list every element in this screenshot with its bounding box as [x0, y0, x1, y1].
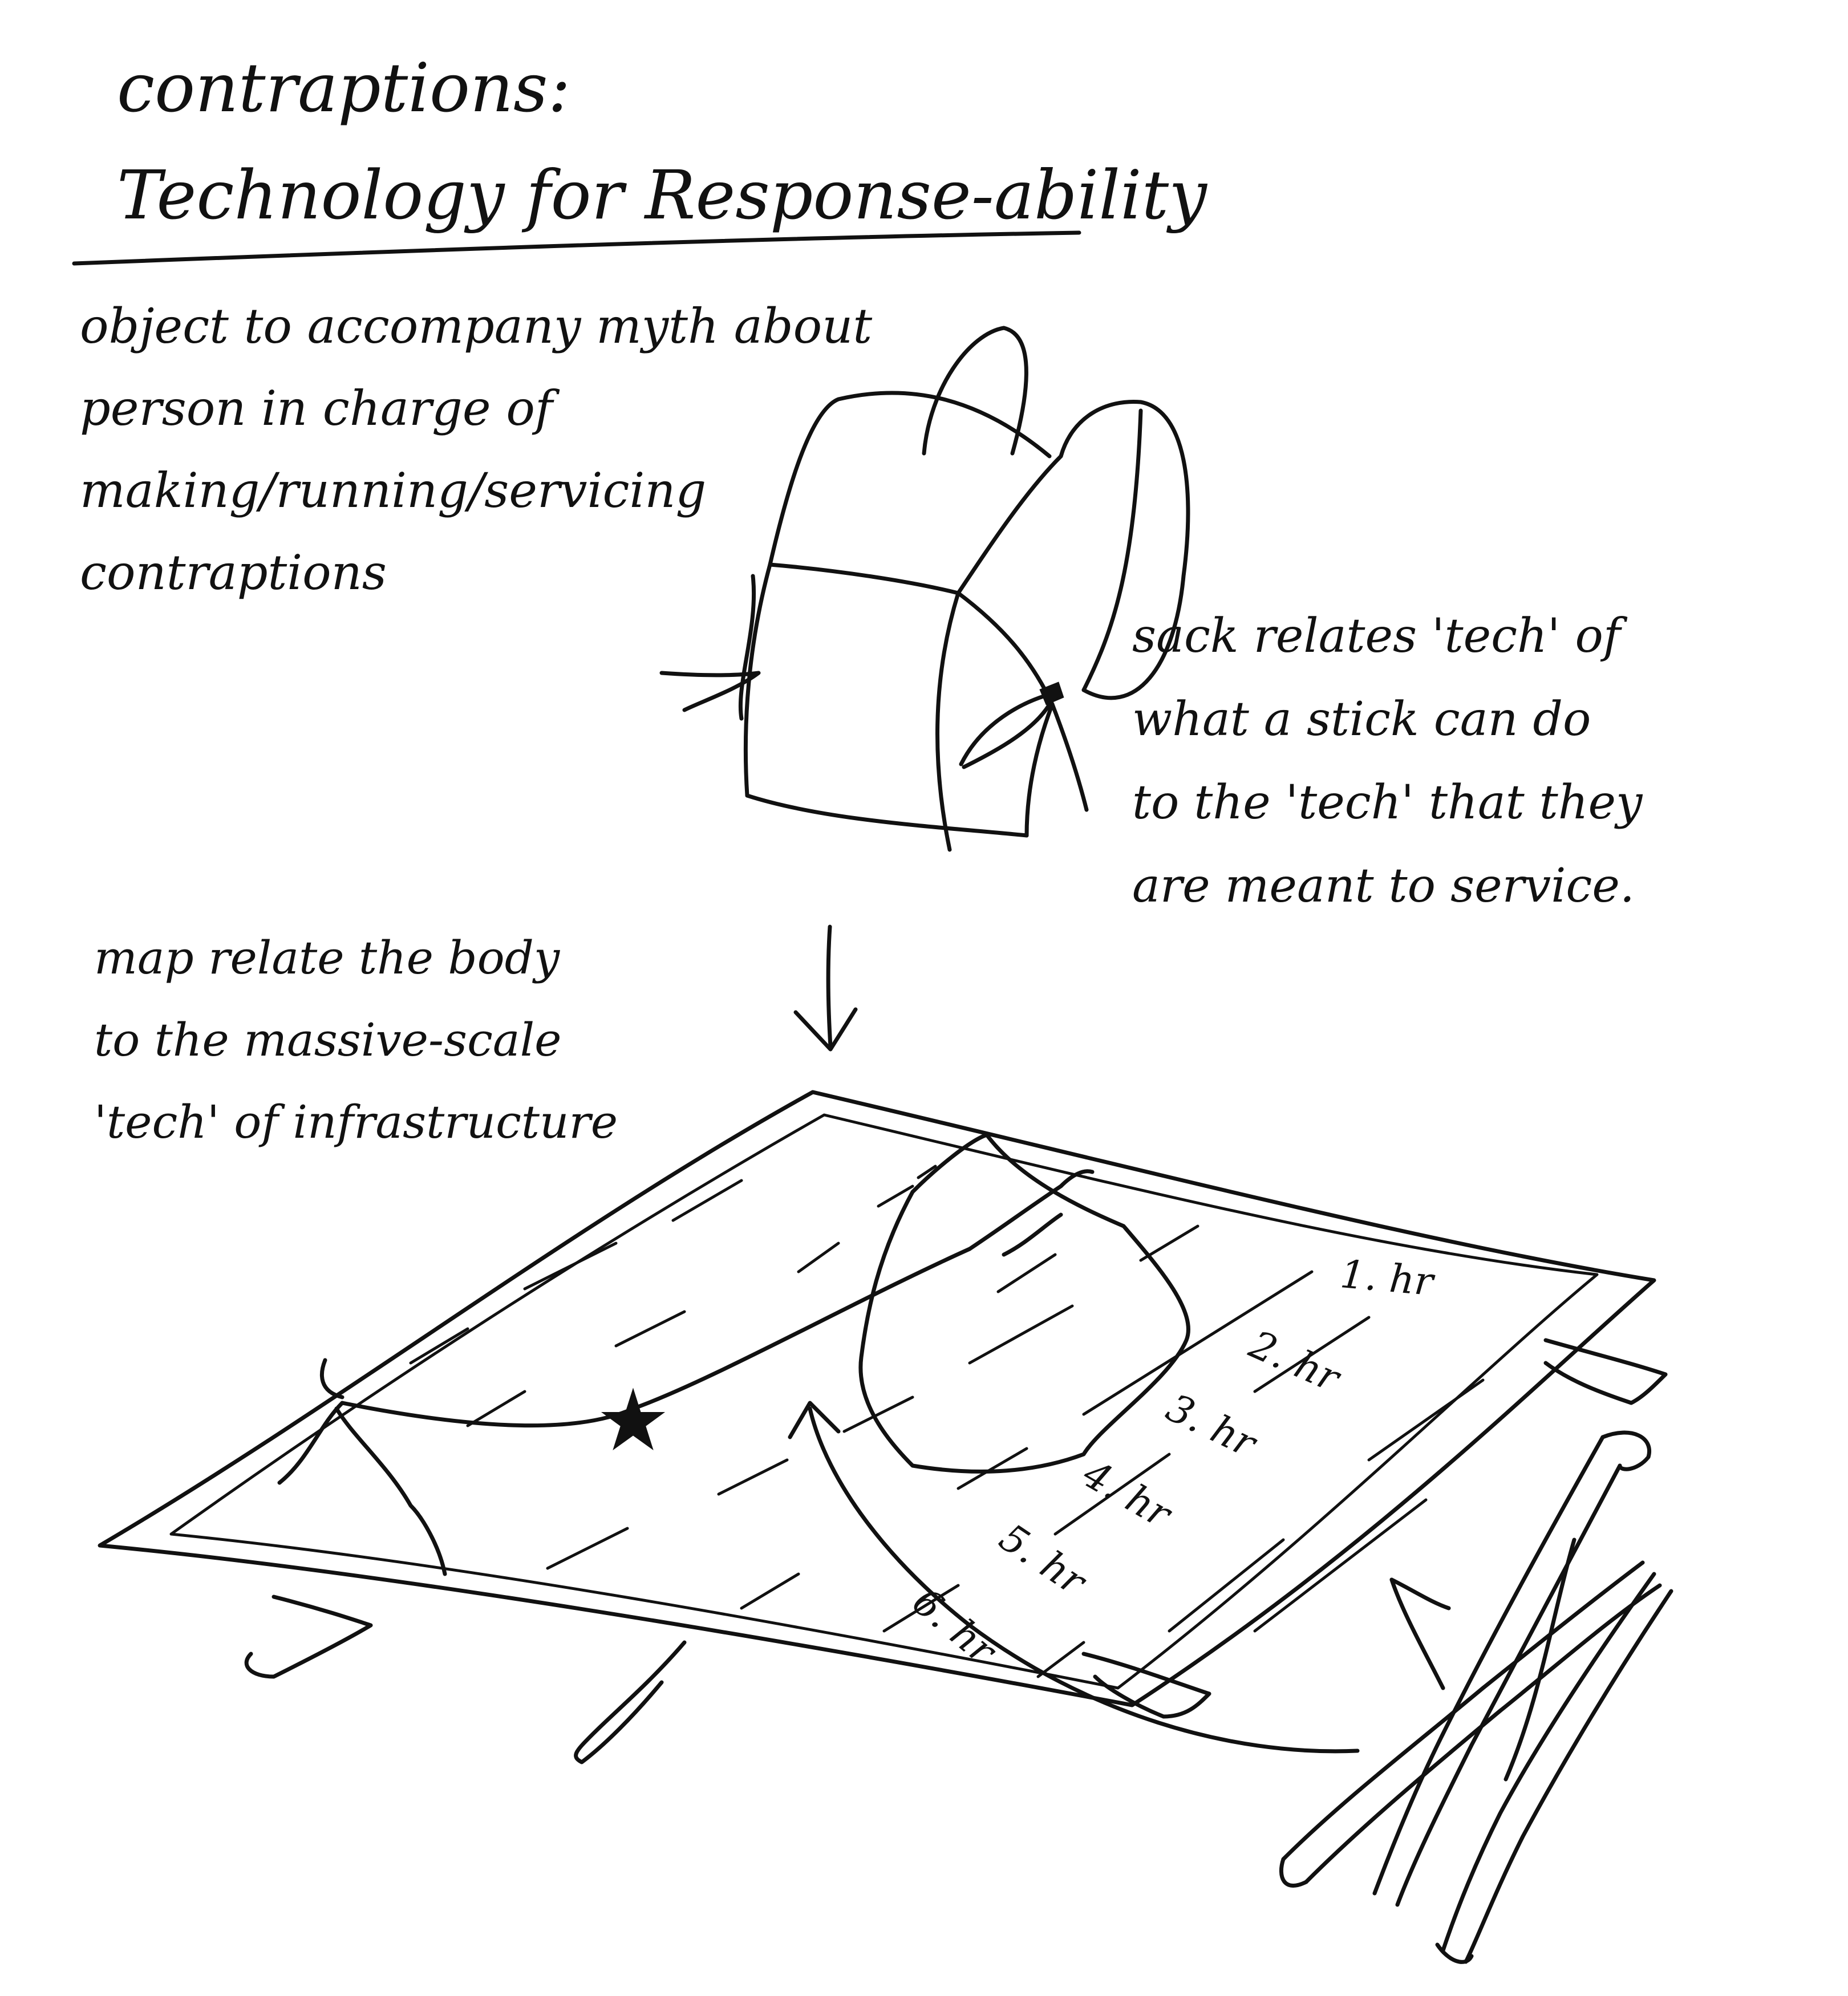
route-star-icon [601, 1388, 666, 1451]
title-block: contraptions: Technology for Response-ab… [117, 54, 1207, 229]
map-note-line-3: 'tech' of infrastructure [94, 1096, 618, 1149]
title-line-2: Technology for Response-ability [117, 156, 1207, 234]
map-note: map relate the body to the massive-scale… [94, 935, 618, 1145]
backpack-sketch [659, 326, 1190, 852]
map-note-line-1: map relate the body [94, 931, 560, 984]
object-note-line-4: contraptions [80, 545, 387, 601]
object-note-line-1: object to accompany myth about [80, 298, 873, 354]
title-underline [72, 230, 1081, 266]
object-note: object to accompany myth about person in… [80, 302, 872, 597]
sack-note-line-1: sack relates 'tech' of [1132, 609, 1621, 663]
object-note-line-3: making/running/servicing [80, 463, 707, 518]
map-sheet-sketch [98, 1090, 1668, 1764]
sack-note-line-2: what a stick can do [1132, 692, 1591, 747]
map-note-line-2: to the massive-scale [94, 1013, 562, 1066]
sticks-sketch [1279, 1430, 1673, 1964]
object-note-line-2: person in charge of [80, 380, 553, 436]
sack-note-line-3: to the 'tech' that they [1132, 776, 1643, 830]
down-arrow [793, 924, 858, 1052]
sack-note: sack relates 'tech' of what a stick can … [1132, 613, 1642, 910]
title-line-1: contraptions: [117, 48, 571, 127]
sack-note-line-4: are meant to service. [1132, 859, 1635, 913]
curved-arrow [788, 1401, 1360, 1754]
map-hour-label: 1. hr [1338, 1252, 1435, 1305]
